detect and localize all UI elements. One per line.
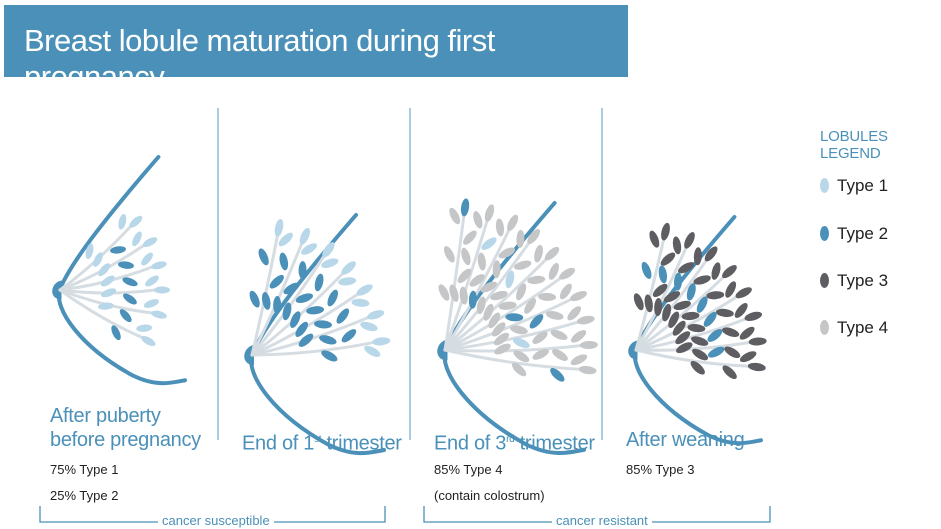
type3-swatch-icon: [820, 273, 829, 288]
cancer-resistant-label: cancer resistant: [552, 513, 652, 528]
stage-3-caption: End of 3rd trimester: [434, 428, 595, 456]
stage-3-stat-1: 85% Type 4: [434, 462, 502, 477]
cancer-susceptible-label: cancer susceptible: [158, 513, 274, 528]
stage-1-stat-2: 25% Type 2: [50, 488, 118, 503]
legend-item-type3: Type 3: [820, 271, 888, 293]
stage-2-first-trimester: [244, 215, 390, 453]
type4-swatch-icon: [820, 320, 829, 335]
stage-4-after-weaning: [628, 217, 767, 443]
stage-1-caption: After puberty before pregnancy: [50, 404, 201, 452]
stage-2-caption: End of 1st trimester: [242, 428, 402, 456]
type1-swatch-icon: [820, 178, 829, 193]
type2-swatch-icon: [820, 226, 829, 241]
stage-1-puberty: [52, 157, 185, 383]
legend-title: LOBULES LEGEND: [820, 128, 941, 162]
stage-3-stat-2: (contain colostrum): [434, 488, 545, 503]
legend-item-type2: Type 2: [820, 224, 888, 246]
legend-item-type4: Type 4: [820, 318, 888, 340]
stage-4-stat-1: 85% Type 3: [626, 462, 694, 477]
legend-item-type1: Type 1: [820, 176, 888, 198]
stage-4-caption: After weaning: [626, 428, 744, 452]
stage-1-stat-1: 75% Type 1: [50, 462, 118, 477]
stage-3-third-trimester: [436, 198, 598, 453]
